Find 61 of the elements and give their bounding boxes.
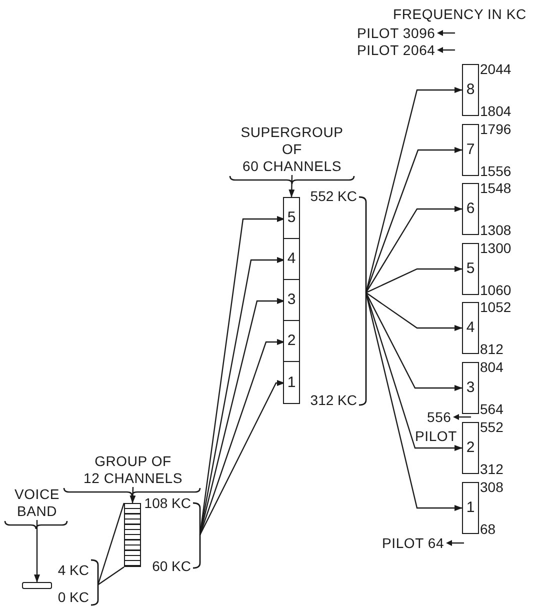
arrow	[288, 174, 295, 198]
supergroup-column	[283, 197, 300, 404]
channel-group-stack	[124, 503, 141, 567]
frequency-label: 1060	[480, 283, 512, 298]
arrow	[365, 292, 462, 391]
frequency-label: 68	[480, 522, 496, 537]
arrow	[366, 292, 462, 331]
connector-line	[97, 502, 125, 585]
heading-label: SUPERGROUP OF 60 CHANNELS	[226, 124, 358, 175]
frequency-label: FREQUENCY IN KC	[393, 6, 526, 22]
arrow	[130, 486, 136, 504]
arrow	[365, 147, 462, 293]
frequency-label: 312 KC	[310, 393, 357, 408]
box-number: 1	[466, 500, 475, 516]
heading-label: GROUP OF 12 CHANNELS	[62, 453, 204, 487]
arrow	[199, 380, 285, 536]
bracket	[91, 560, 98, 605]
slot-number: 4	[287, 251, 296, 267]
arrow	[365, 206, 462, 293]
box-number: 7	[466, 142, 475, 158]
frequency-label: 556	[427, 409, 452, 425]
bracket	[359, 197, 366, 405]
arrow	[34, 520, 40, 582]
frequency-label: 4 KC	[58, 563, 89, 578]
box-number: 6	[466, 201, 475, 217]
frequency-label: PILOT	[415, 428, 457, 444]
frequency-label: 0 KC	[58, 590, 89, 605]
frequency-label: 1052	[480, 300, 512, 315]
box-number: 5	[466, 261, 475, 277]
frequency-label: 108 KC	[144, 496, 191, 511]
frequency-label: 552	[480, 420, 504, 435]
box-number: 2	[466, 440, 475, 456]
heading-label: VOICE BAND	[7, 486, 67, 520]
frequency-label: 804	[480, 360, 504, 375]
frequency-label: 312	[480, 462, 504, 477]
frequency-label: 812	[480, 342, 504, 357]
slot-number: 5	[287, 210, 296, 226]
frequency-label: 1556	[480, 164, 512, 179]
frequency-label: 1308	[480, 223, 512, 238]
connector-line	[98, 566, 124, 586]
frequency-label: PILOT 64	[382, 535, 444, 551]
box-number: 3	[466, 380, 475, 396]
frequency-label: PILOT 2064	[357, 42, 436, 58]
bracket	[193, 503, 200, 568]
frequency-label: 552 KC	[310, 189, 357, 204]
frequency-label: 1796	[480, 122, 512, 137]
slot-number: 1	[287, 374, 296, 390]
frequency-label: 1548	[480, 181, 512, 196]
frequency-label: 1300	[480, 241, 512, 256]
slot-number: 3	[287, 292, 296, 308]
frequency-label: 308	[480, 480, 504, 495]
box-number: 4	[466, 320, 475, 336]
frequency-label: 60 KC	[152, 559, 191, 574]
voice-band-bar	[22, 582, 52, 589]
arrow	[366, 266, 462, 294]
frequency-label: 564	[480, 402, 504, 417]
slot-number: 2	[287, 333, 296, 349]
frequency-label: 2044	[480, 62, 512, 77]
frequency-label: PILOT 3096	[357, 25, 436, 41]
frequency-label: 1804	[480, 104, 512, 119]
box-number: 8	[466, 82, 475, 98]
